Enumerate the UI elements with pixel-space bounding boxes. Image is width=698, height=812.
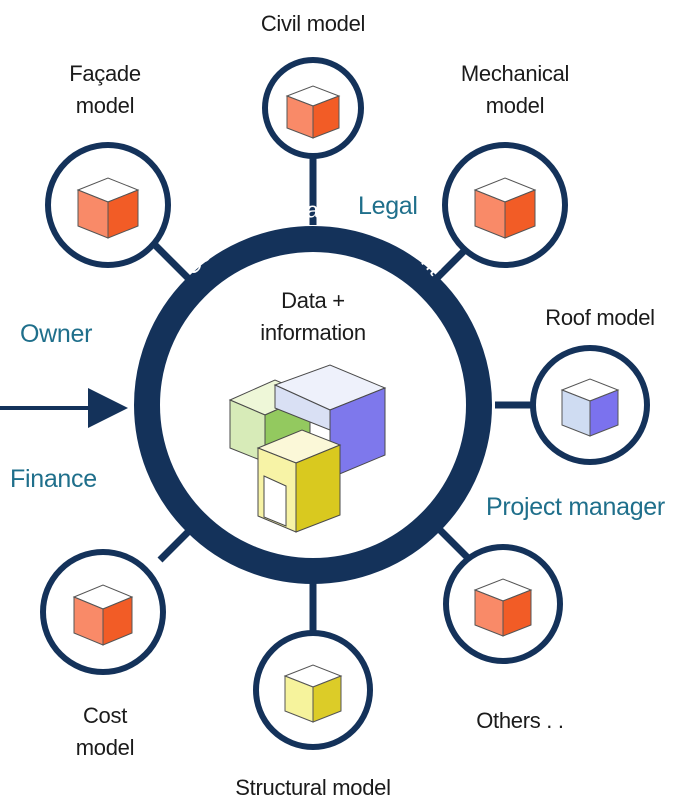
cube-icon <box>473 578 533 637</box>
label-others: Others . . <box>476 708 564 733</box>
center-title: Data + information <box>243 285 383 349</box>
label-facade-model: Façade model <box>40 58 170 122</box>
cube-icon <box>473 177 537 239</box>
role-legal: Legal <box>358 192 418 220</box>
label-facade-line2: model <box>75 93 135 118</box>
label-roof-model: Roof model <box>545 305 655 330</box>
cube-icon <box>283 664 343 723</box>
model-node-others <box>443 544 563 664</box>
label-facade-line1: Façade <box>69 61 141 86</box>
label-structural-model: Structural model <box>235 775 391 800</box>
model-node-civil <box>262 57 364 159</box>
center-title-line2: information <box>260 320 366 345</box>
model-node-mechanical <box>442 142 568 268</box>
model-node-cost <box>40 549 166 675</box>
label-civil-model: Civil model <box>260 11 366 36</box>
model-node-facade <box>45 142 171 268</box>
label-cost-line2: model <box>75 735 135 760</box>
role-project-manager: Project manager <box>486 493 665 521</box>
cube-icon <box>72 584 134 646</box>
role-finance: Finance <box>10 465 97 493</box>
model-node-roof <box>530 345 650 465</box>
role-owner: Owner <box>20 320 93 348</box>
cube-icon <box>285 85 341 139</box>
cube-icon <box>76 177 140 239</box>
model-node-structural <box>253 630 373 750</box>
cube-icon <box>560 378 620 437</box>
label-mechanical-line1: Mechanical <box>460 61 570 86</box>
label-mechanical-model: Mechanical model <box>440 58 590 122</box>
building-model-icon <box>228 364 387 533</box>
label-cost-line1: Cost <box>82 703 128 728</box>
label-mechanical-line2: model <box>485 93 545 118</box>
center-title-line1: Data + <box>281 288 345 313</box>
label-cost-model: Cost model <box>55 700 155 764</box>
